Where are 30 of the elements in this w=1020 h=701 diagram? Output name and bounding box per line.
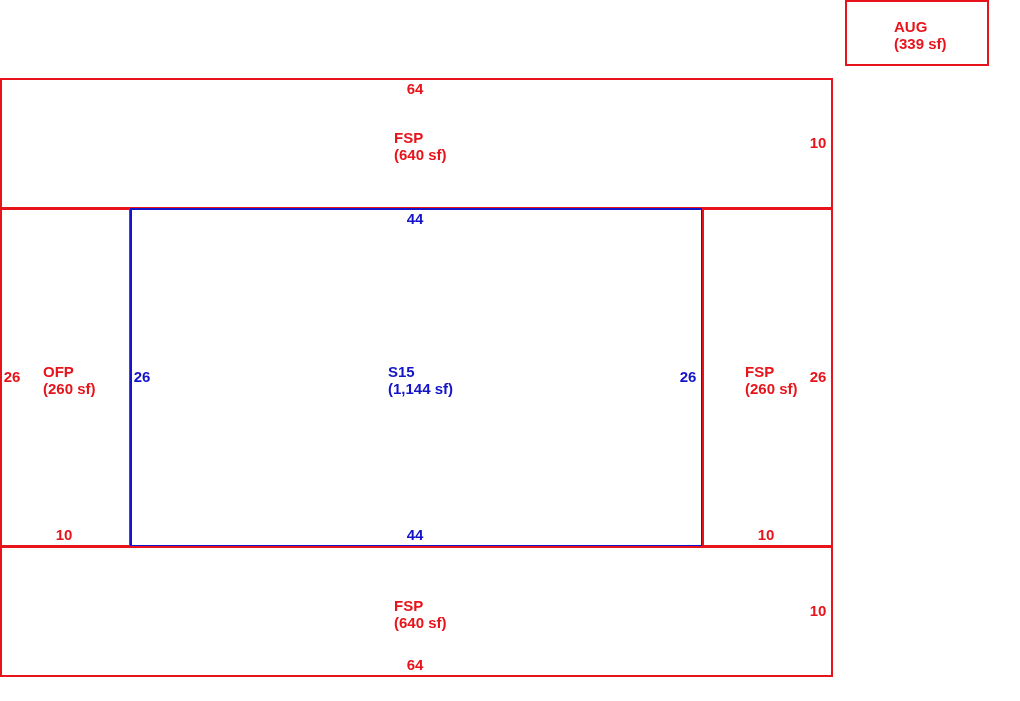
area-name: FSP <box>745 363 775 380</box>
dimension-label: 10 <box>55 525 73 543</box>
area-outline <box>130 208 703 547</box>
area-name: AUG <box>894 18 928 35</box>
area-outline <box>0 78 833 209</box>
dimension-label: 64 <box>406 655 424 673</box>
area-size: (260 sf) <box>43 380 96 397</box>
area-outline <box>702 208 833 547</box>
dimension-label: 44 <box>406 525 424 543</box>
dimension-label: 26 <box>133 367 151 385</box>
area-size: (640 sf) <box>394 146 447 163</box>
dimension-label: 26 <box>679 367 697 385</box>
area-name: FSP <box>394 597 424 614</box>
area-outline <box>0 208 131 547</box>
dimension-label: 64 <box>406 79 424 97</box>
dimension-label: 10 <box>809 601 827 619</box>
area-name: S15 <box>388 363 415 380</box>
area-size: (1,144 sf) <box>388 380 454 397</box>
area-size: (339 sf) <box>894 35 947 52</box>
dimension-label: 26 <box>809 367 827 385</box>
dimension-label: 26 <box>3 367 21 385</box>
area-outline <box>845 0 989 66</box>
area-size: (640 sf) <box>394 614 447 631</box>
area-size: (260 sf) <box>745 380 798 397</box>
dimension-label: 10 <box>757 525 775 543</box>
dimension-label: 10 <box>809 133 827 151</box>
area-name: OFP <box>43 363 74 380</box>
area-outline <box>0 546 833 677</box>
dimension-label: 44 <box>406 209 424 227</box>
area-name: FSP <box>394 129 424 146</box>
